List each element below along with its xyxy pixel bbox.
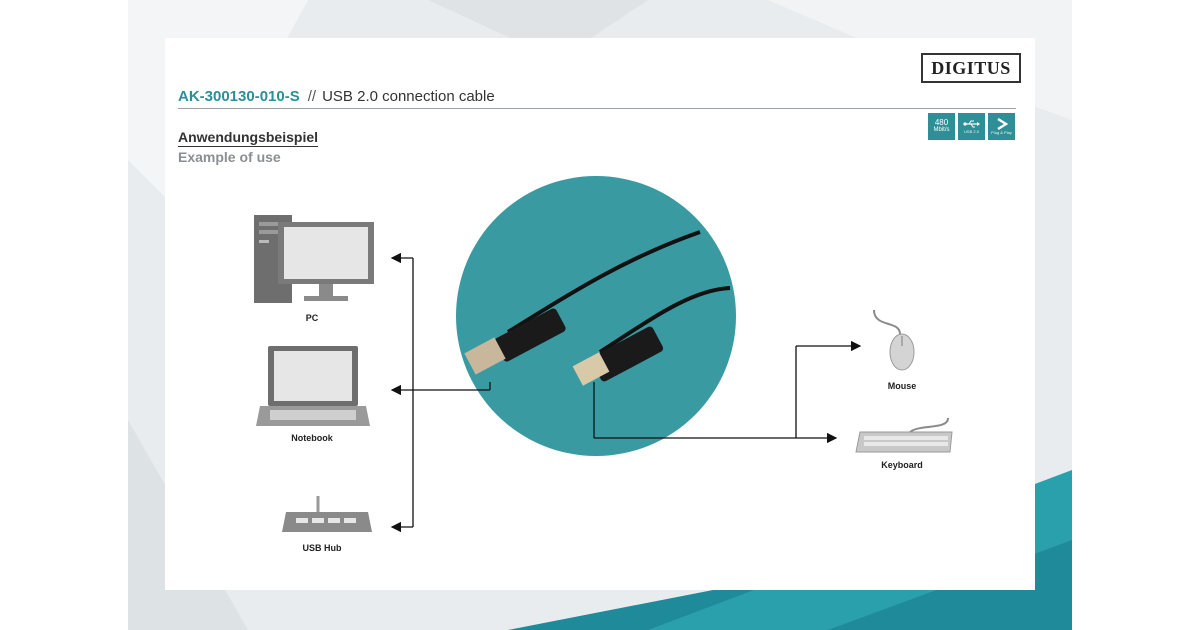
plug-and-play-badge: Plug & Play [988,113,1015,140]
usb-hub-icon [282,496,372,532]
keyboard-label: Keyboard [881,460,923,470]
feature-badges: 480 Mbit/s USB 2.0 Plug & Play [928,113,1015,140]
product-code: AK-300130-010-S [178,88,300,105]
peripheral-connection-lines [593,340,862,444]
product-name: USB 2.0 connection cable [322,88,495,105]
speed-badge: 480 Mbit/s [928,113,955,140]
mouse-icon [873,309,915,371]
pc-label: PC [305,313,319,323]
left-margin [0,0,128,630]
digitus-logo: DIGITUS [921,53,1021,83]
keyboard-icon [855,417,953,453]
product-title: AK-300130-010-S // USB 2.0 connection cabl… [178,88,495,105]
cable-circle [456,176,736,456]
mouse-label: Mouse [887,381,917,391]
host-connection-lines [390,252,491,533]
plug-and-play-icon [996,118,1008,130]
usb-cable-image [464,230,731,386]
section-title-en: Example of use [178,149,281,165]
notebook-label: Notebook [291,433,333,443]
usb-hub-label: USB Hub [302,543,342,553]
right-margin [1072,0,1200,630]
title-separator: // [307,88,317,105]
usb-badge: USB 2.0 [958,113,985,140]
title-divider [178,108,1016,109]
pc-icon [254,215,374,303]
usb-icon [962,120,980,128]
notebook-icon [256,346,370,426]
section-title-de: Anwendungsbeispiel [178,129,319,147]
